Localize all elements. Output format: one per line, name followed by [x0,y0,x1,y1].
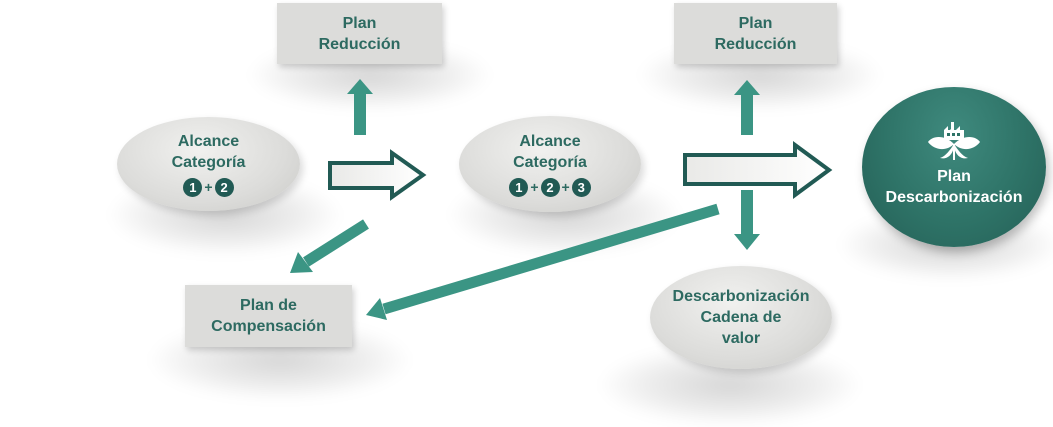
arrow-diagonal-short [290,219,369,273]
arrow-diagonal-long [366,203,720,320]
scope-number-badge: 3 [571,177,591,197]
circle-label-line: Plan [937,168,971,185]
circle-label-line: Descarbonización [885,189,1023,206]
plan-reduccion-box-2: Plan Reducción [674,3,837,64]
alcance-oval-1: Alcance Categoría 1 + 2 [117,117,300,211]
oval-label-line: Cadena de [700,309,782,326]
oval-label-line: Categoría [171,153,246,171]
plus-sign: + [530,178,539,195]
scope-numbers: 1 + 2 [183,177,234,198]
arrow-right-2 [683,141,833,199]
arrow-up-1 [347,79,373,135]
oval-label-line: valor [721,330,761,347]
oval-label-line: Descarbonización [672,288,810,305]
box-label-line: Compensación [211,318,326,335]
plan-reduccion-box-1: Plan Reducción [277,3,442,64]
oval-label-line: Alcance [177,132,240,150]
oval-label-line: Categoría [513,153,587,171]
arrow-right-1 [328,149,427,201]
scope-number-badge: 1 [183,177,203,197]
box-label-line: Reducción [714,35,797,53]
plus-sign: + [204,178,213,195]
box-label-line: Plan [342,14,377,32]
plus-sign: + [561,178,570,195]
arrow-down [734,190,760,250]
box-label-line: Plan [738,14,773,32]
plan-descarbonizacion-circle: Plan Descarbonización [862,87,1046,247]
descarbonizacion-cadena-oval: Descarbonización Cadena de valor [650,266,832,369]
scope-number-badge: 1 [509,177,529,197]
scope-number-badge: 2 [540,177,560,197]
scope-number-badge: 2 [214,177,234,197]
box-label-line: Plan de [240,297,297,314]
arrow-up-2 [734,80,760,135]
plant-factory-icon [928,122,980,160]
box-label-line: Reducción [318,35,401,53]
scope-numbers: 1 + 2 + 3 [509,177,591,198]
alcance-oval-2: Alcance Categoría 1 + 2 + 3 [459,116,641,212]
plan-compensacion-box: Plan de Compensación [185,285,352,347]
oval-label-line: Alcance [519,132,581,150]
